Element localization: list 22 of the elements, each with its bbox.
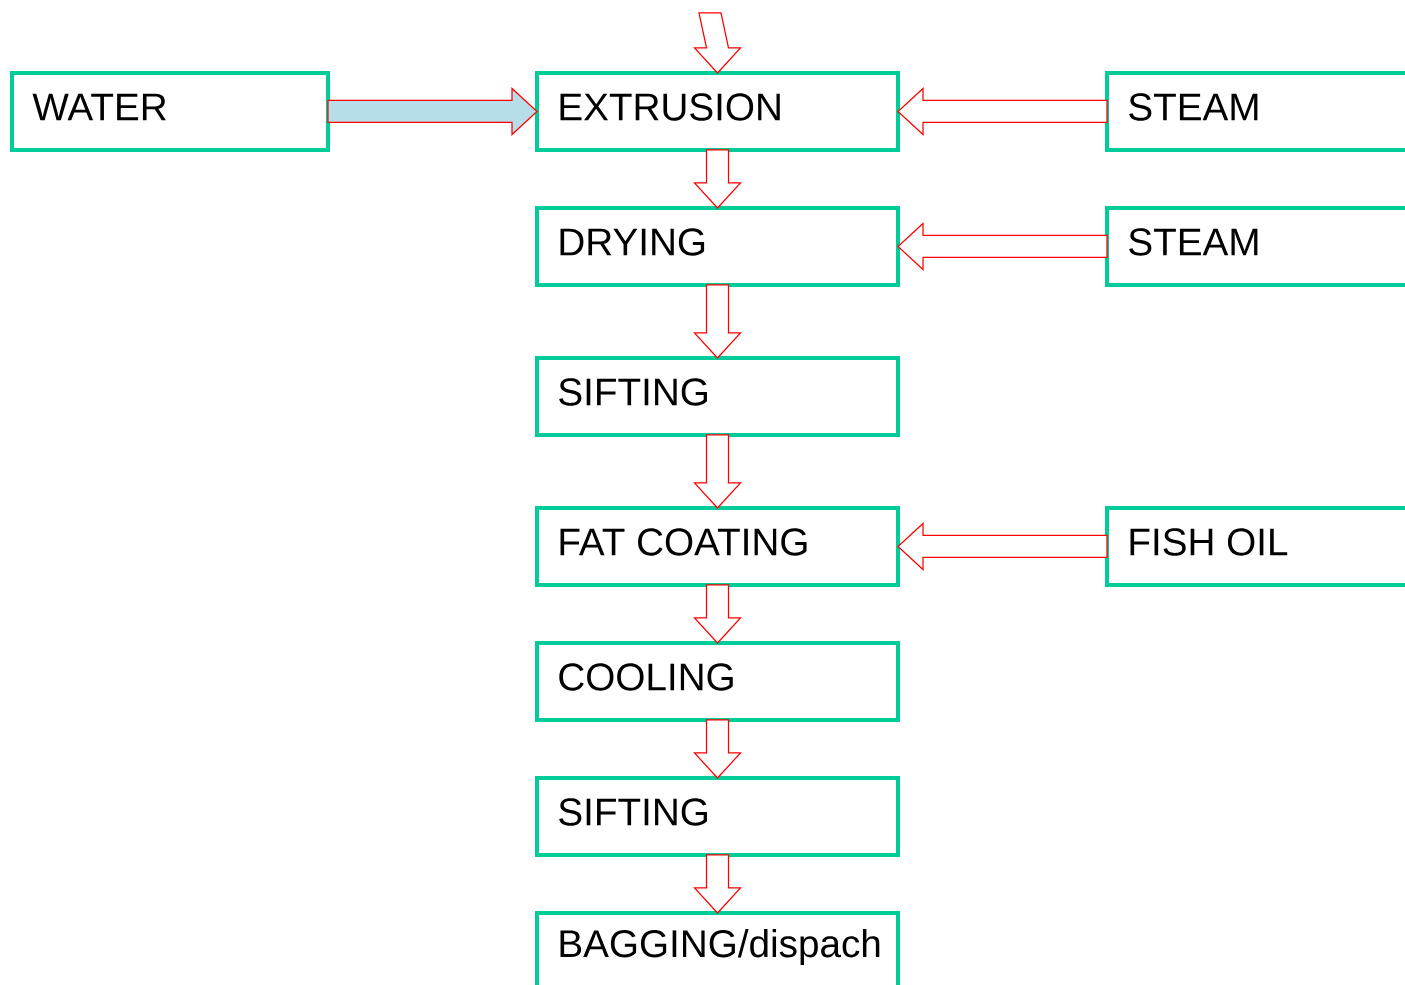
block-arrow [693, 584, 742, 644]
block-arrow [693, 719, 742, 779]
block-arrow [693, 854, 742, 914]
process-box: FAT COATING [535, 506, 900, 587]
process-box: WATER [10, 71, 330, 152]
process-box: SIFTING [535, 776, 900, 857]
process-box: BAGGING/dispach [535, 911, 900, 985]
block-arrow [693, 149, 742, 209]
block-arrow [897, 87, 1108, 136]
process-box: STEAM [1105, 71, 1405, 152]
process-box: SIFTING [535, 356, 900, 437]
process-box: COOLING [535, 641, 900, 722]
process-box: EXTRUSION [535, 71, 900, 152]
block-arrow [897, 222, 1108, 271]
block-arrow [327, 87, 538, 136]
block-arrow [693, 12, 742, 74]
process-box: STEAM [1105, 206, 1405, 287]
block-arrow [897, 522, 1108, 571]
block-arrow [693, 434, 742, 509]
block-arrow [693, 284, 742, 359]
process-box: DRYING [535, 206, 900, 287]
process-box: FISH OIL [1105, 506, 1405, 587]
